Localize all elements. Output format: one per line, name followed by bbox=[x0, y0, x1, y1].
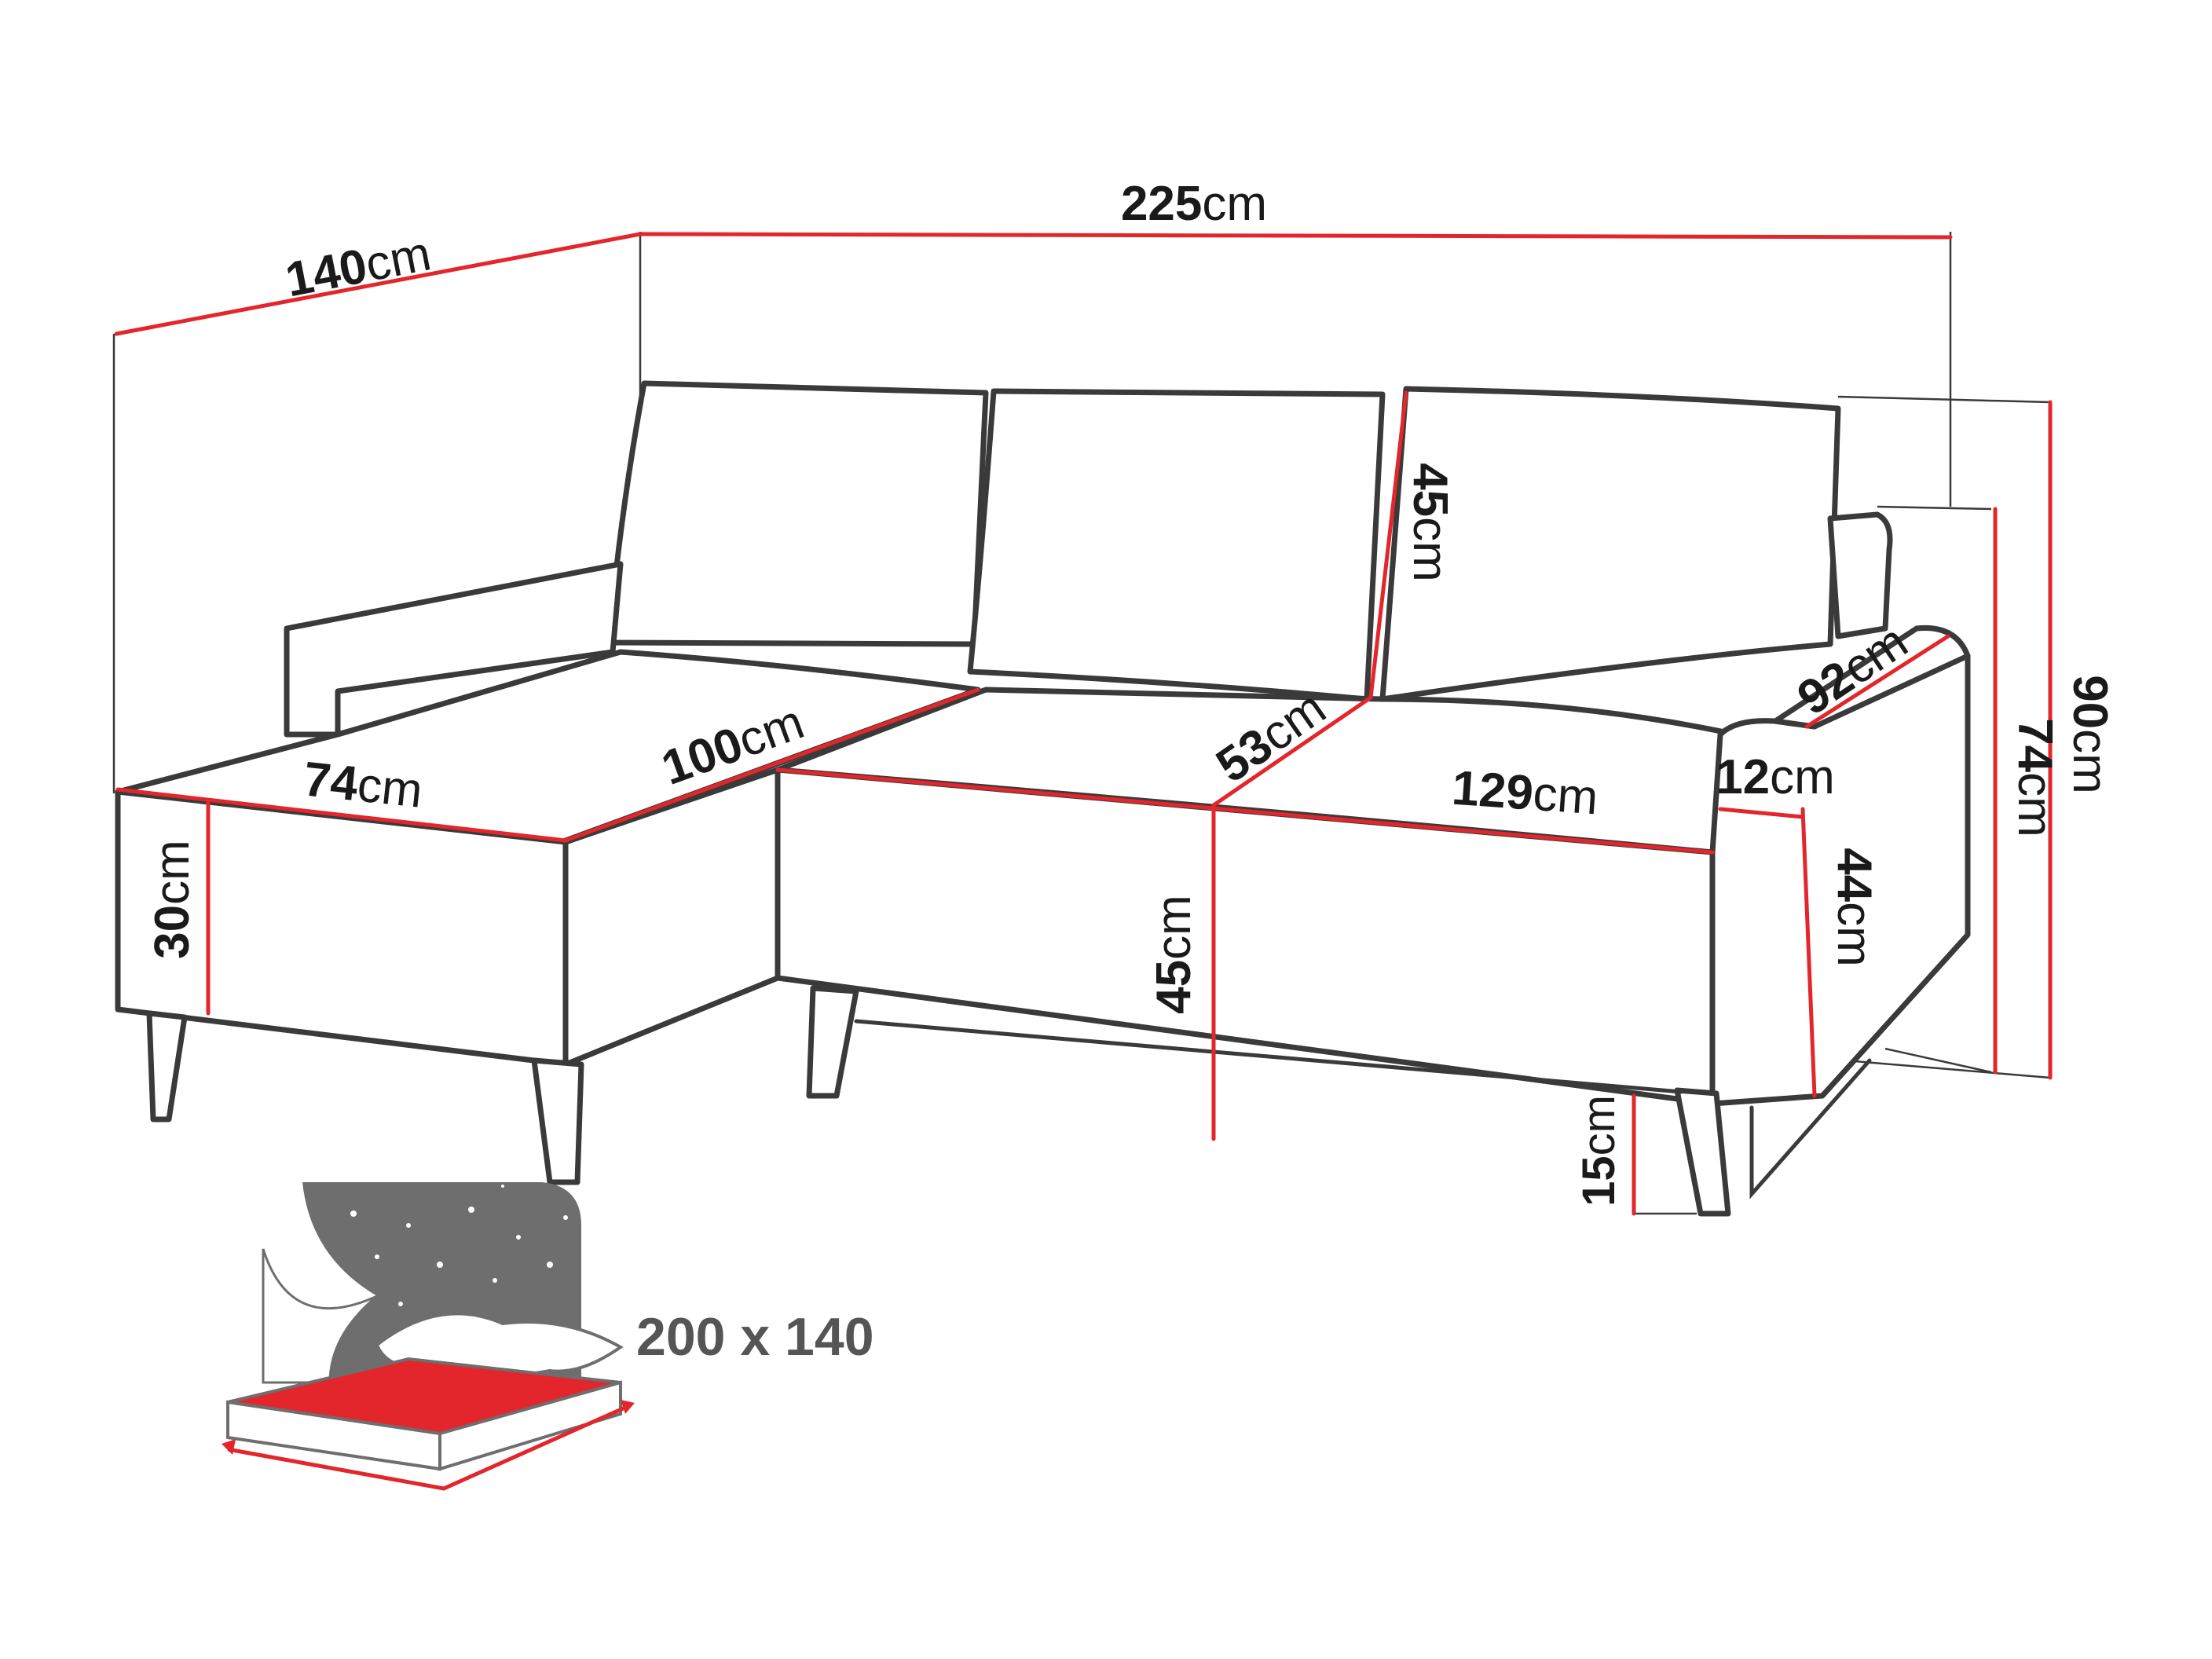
dim-line-92 bbox=[1804, 634, 1950, 729]
label-74-height: 74cm bbox=[2008, 718, 2062, 837]
dim-line-seat-front bbox=[775, 767, 1715, 855]
sleeping-area-label: 200 x 140 bbox=[636, 1307, 874, 1367]
leg-main-right bbox=[1674, 1087, 1731, 1217]
right-armrest-inner bbox=[1827, 511, 1893, 639]
leg-chaise-front-right bbox=[531, 1057, 584, 1185]
leg-main-left bbox=[806, 985, 859, 1099]
dim-line-140 bbox=[114, 232, 643, 336]
label-140: 140cm bbox=[281, 226, 435, 307]
chaise-armrest bbox=[284, 561, 624, 738]
moon-icon bbox=[262, 1248, 378, 1384]
label-90-height: 90cm bbox=[2063, 675, 2117, 794]
label-129: 129cm bbox=[1450, 761, 1599, 826]
base-rail-right bbox=[1749, 1058, 1872, 1199]
back-cushion-left bbox=[606, 380, 989, 647]
length-arrow-icon bbox=[227, 1404, 630, 1491]
dim-line-53 bbox=[1211, 695, 1373, 808]
dim-line-44 bbox=[1800, 807, 1817, 1098]
dim-line-45-back bbox=[1368, 390, 1408, 700]
back-cushion-middle bbox=[967, 388, 1386, 702]
base-rail bbox=[854, 1019, 1683, 1094]
sofa-outline bbox=[115, 380, 1971, 1217]
label-45-seat: 45cm bbox=[1147, 895, 1201, 1014]
sleeping-area-icon: 200 x 140 bbox=[222, 1182, 874, 1491]
dimension-labels: 225cm 140cm 74cm 100cm 30cm 45cm 53cm 12… bbox=[145, 177, 2117, 1207]
leg-chaise-front-left bbox=[146, 1010, 188, 1122]
label-44: 44cm bbox=[1827, 848, 1881, 967]
dim-line-12 bbox=[1718, 807, 1805, 819]
dimension-lines bbox=[114, 232, 2053, 1216]
dim-line-74 bbox=[115, 787, 568, 843]
label-12: 12cm bbox=[1716, 750, 1835, 804]
label-15: 15cm bbox=[1573, 1095, 1624, 1207]
label-45-back: 45cm bbox=[1403, 463, 1457, 582]
mattress-side-right bbox=[438, 1380, 622, 1471]
label-74: 74cm bbox=[301, 752, 425, 818]
back-cushion-right bbox=[1379, 386, 1841, 702]
label-30: 30cm bbox=[145, 840, 200, 959]
right-armrest bbox=[1709, 637, 1971, 1107]
dim-line-100 bbox=[563, 687, 980, 843]
label-225: 225cm bbox=[1121, 177, 1267, 231]
dim-line-225 bbox=[638, 232, 1953, 240]
